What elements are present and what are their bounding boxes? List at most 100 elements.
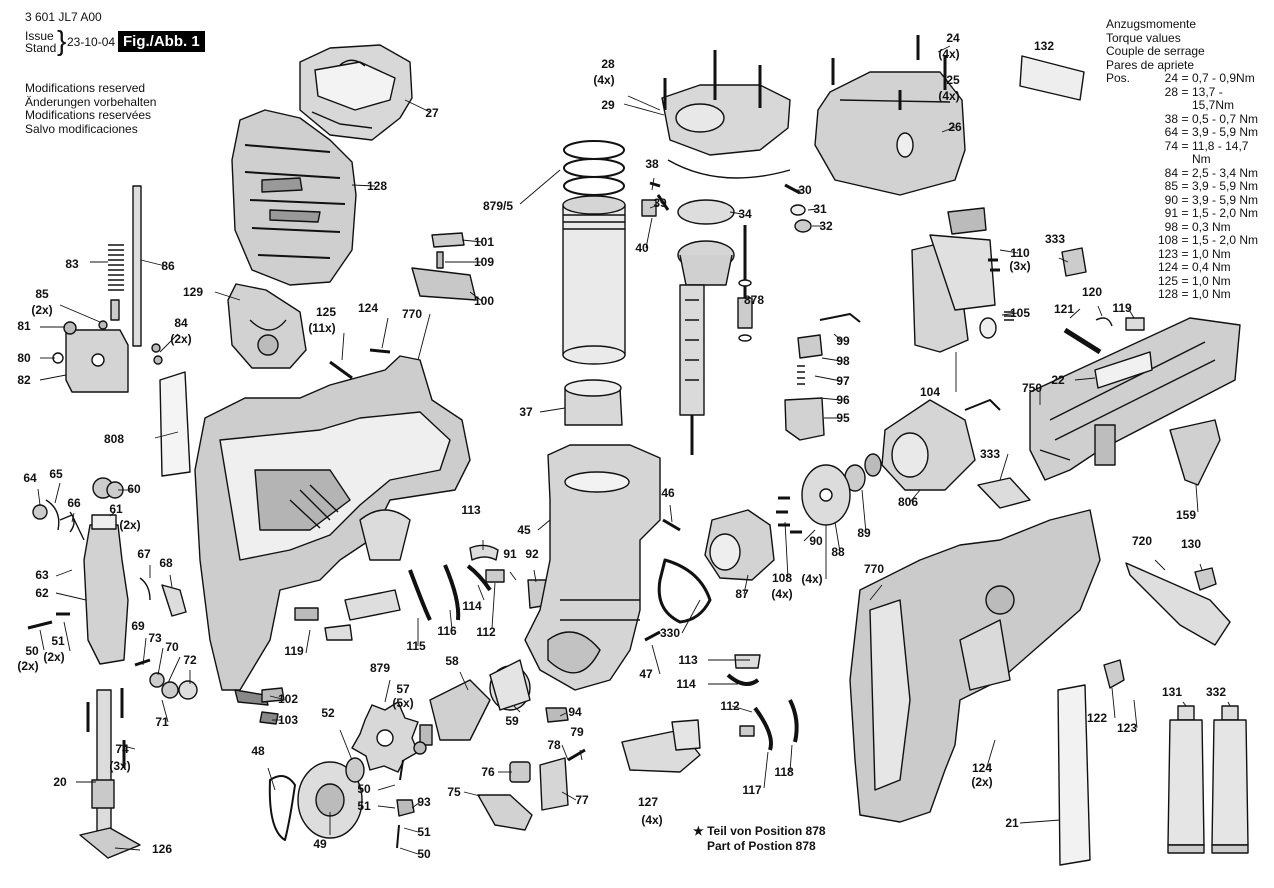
part-callout: 88 [831,545,845,559]
part-88-flange [776,464,851,534]
torque-equals: = [1181,219,1189,234]
leader-line [579,749,583,761]
leader-line [267,767,276,791]
part-128-housing-shell [231,109,357,286]
part-callout: 20 [53,775,67,789]
part-callout: (3x) [109,759,130,773]
torque-equals: = [1181,192,1189,207]
leader-line [55,592,87,601]
part-callout: 84 [174,316,188,330]
part-callout: 59 [505,714,519,728]
part-62-cylinder [59,477,151,667]
leader-line [1019,819,1061,824]
torque-value: 0,5 - 0,7 Nm [1192,111,1259,126]
part-callout: 104 [920,385,940,399]
leader-line [461,239,483,243]
part-callout: 64 [23,471,37,485]
torque-equals: = [1181,125,1189,139]
leader-line [909,489,921,503]
leader-line [869,584,883,601]
part-806-motor [881,399,1001,491]
part-callout: 66 [67,496,81,510]
torque-equals: = [1181,179,1189,193]
part-callout: 21 [1005,816,1019,830]
torque-row: 124=0,4 Nm [1106,260,1262,275]
torque-equals: = [1181,273,1189,288]
part-callout: 24 [946,31,960,45]
torque-position: 123 [1157,246,1178,261]
torque-position: 28 [1164,84,1178,99]
leader-line [814,375,842,382]
part-330-gasket [657,558,712,624]
leader-line [789,744,793,773]
part-770-main-housing [194,355,471,706]
leader-line [477,584,485,601]
leader-line [533,569,537,583]
part-callout: 123 [1117,721,1137,735]
leader-line [519,169,561,205]
part-callout: 333 [1045,232,1065,246]
leader-line [39,374,67,381]
part-callout: 28 [601,57,615,71]
leader-line [731,705,753,713]
part-callout: 118 [774,765,794,779]
leader-line [449,609,453,631]
part-82-bracket [52,320,163,393]
part-callout: 93 [417,795,431,809]
part-callout: 74 [115,742,129,756]
part-75-cover [477,794,533,831]
part-130-clip [1194,567,1217,591]
part-26-cover [814,35,966,196]
part-callout: 90 [809,534,823,548]
part-104-module [911,207,1014,353]
leader-line [403,827,419,833]
part-callout: 25 [946,73,960,87]
leader-line [651,644,661,675]
part-47-pin [644,630,661,642]
part-46-pin [662,518,681,532]
part-callout: 38 [645,157,659,171]
part-750-magazine [1029,317,1241,481]
leader-line [161,699,169,723]
figure-label: Fig./Abb. 1 [118,31,205,52]
torque-value: 3,9 - 5,9 Nm [1192,179,1259,193]
leader-line [1195,484,1199,513]
leader-line [821,357,842,362]
part-58-rotor [413,679,491,755]
torque-title: Couple de serrage [1106,44,1205,58]
part-callout: 31 [813,202,827,216]
part-callout: 159 [1176,508,1196,522]
part-121-120-119 [1061,247,1145,355]
leader-line [807,208,819,211]
part-callout: 68 [159,556,173,570]
part-131-tube [1167,705,1205,854]
part-59-sleeve [489,659,531,711]
part-callout: 121 [1054,302,1074,316]
part-callout: 112 [720,699,740,713]
leader-line [463,791,481,797]
part-callout: (11x) [308,321,335,335]
part-callout: (4x) [801,572,822,586]
part-callout: (2x) [119,518,140,532]
torque-row: 38=0,5 - 0,7 Nm [1106,111,1262,127]
leader-line [819,397,842,401]
part-callout: 114 [462,599,482,613]
part-89-bearing [844,453,882,492]
part-callout: (4x) [938,47,959,61]
part-callout: 82 [17,373,31,387]
part-callout: 51 [51,634,65,648]
part-callout: 109 [474,255,494,269]
part-callout: 91 [503,547,517,561]
leader-line [167,656,181,684]
part-callout: (2x) [31,303,52,317]
torque-equals: = [1181,206,1189,220]
part-callout: 27 [425,106,439,120]
leader-line [341,332,345,361]
part-callout: 105 [1010,306,1030,320]
part-21-label [1057,684,1091,866]
part-132-label [1019,55,1085,101]
leader-line [214,291,241,301]
leader-line [169,574,173,588]
part-callout: 86 [161,259,175,273]
part-38-40-screws [641,181,670,217]
